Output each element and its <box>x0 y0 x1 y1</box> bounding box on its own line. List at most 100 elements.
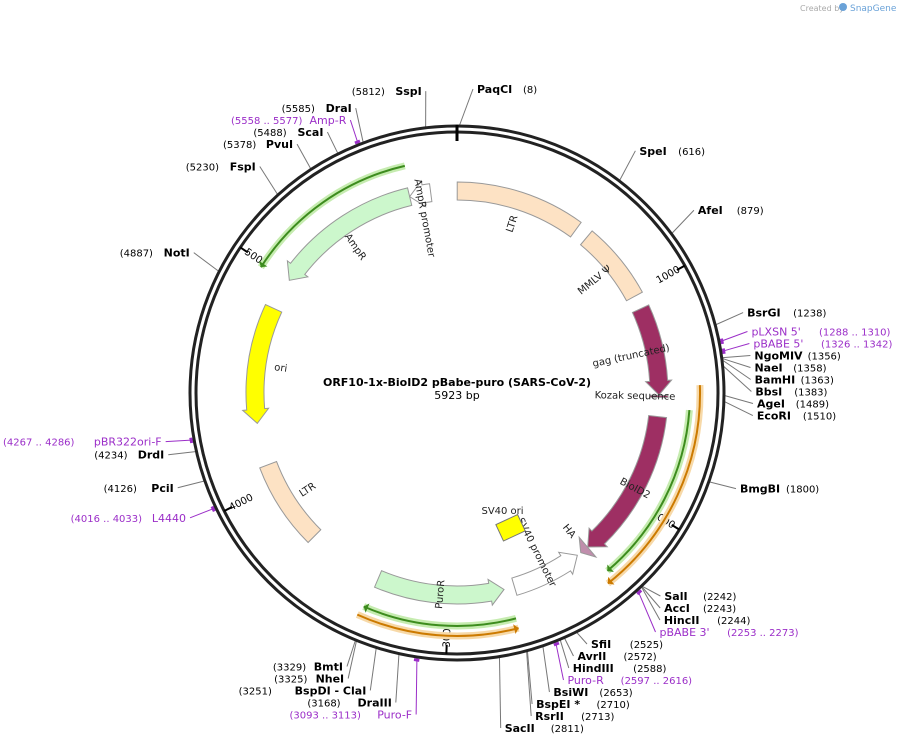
feature-label: LTR <box>505 214 521 234</box>
site-label-bmti[interactable]: BmtI(3329) <box>273 660 343 673</box>
site-label-agei[interactable]: AgeI(1489) <box>757 398 829 411</box>
primer-label-puro-r[interactable]: Puro-R(2597 .. 2616) <box>567 674 692 687</box>
site-label-drdi[interactable]: DrdI(4234) <box>94 449 164 462</box>
site-position: (5812) <box>352 87 385 98</box>
site-label-sspi[interactable]: SspI (5812) <box>352 85 422 98</box>
site-label-sacii[interactable]: SacII (2811) <box>505 722 584 735</box>
site-label-avrii[interactable]: AvrII(2572) <box>577 650 656 663</box>
primer-position: (2597 .. 2616) <box>621 676 693 687</box>
site-label-bsrgi[interactable]: BsrGI (1238) <box>747 307 826 320</box>
primer-position: (2253 .. 2273) <box>727 628 799 639</box>
site-position: (3251) <box>239 686 272 697</box>
feature-shape <box>578 535 598 558</box>
site-name: BsrGI <box>747 307 780 320</box>
label-leader-lines <box>165 88 754 729</box>
site-position: (4126) <box>104 484 137 495</box>
site-label-hindiii[interactable]: HindIII(2588) <box>573 662 667 675</box>
site-name: SspI <box>395 85 421 98</box>
site-leader-line <box>618 150 636 182</box>
site-name: PaqCI <box>477 83 512 96</box>
feature-shape <box>286 187 413 281</box>
feature-label: AmpR promoter <box>411 178 436 259</box>
snapgene-brand-name: SnapGene <box>850 4 897 14</box>
site-label-naei[interactable]: NaeI(1358) <box>754 362 826 375</box>
site-position: (2811) <box>551 724 584 735</box>
site-label-pvui[interactable]: PvuI(5378) <box>223 138 293 151</box>
site-position: (5585) <box>282 104 315 115</box>
primer-label-plxsn-5[interactable]: pLXSN 5'(1288 .. 1310) <box>751 326 890 339</box>
feature-shape <box>649 394 669 399</box>
primer-leader-line <box>637 590 656 633</box>
site-label-spei[interactable]: SpeI(616) <box>639 145 705 158</box>
site-label-bspdi-clai[interactable]: BspDI - ClaI(3251) <box>239 684 367 697</box>
site-label-bsiwi[interactable]: BsiWI(2653) <box>553 686 632 699</box>
orf-arrow <box>606 410 691 572</box>
site-label-hincii[interactable]: HincII(2244) <box>664 614 751 627</box>
orf-arrowhead <box>607 564 614 572</box>
site-label-fspi[interactable]: FspI(5230) <box>186 160 256 173</box>
orf-halo <box>257 162 406 270</box>
site-position: (1489) <box>796 400 829 411</box>
primer-name: pBABE 5' <box>753 338 803 351</box>
feature-ltr[interactable]: LTR <box>456 181 582 238</box>
feature-shape <box>241 303 283 425</box>
feature-kozak-sequence[interactable]: Kozak sequence <box>595 390 676 402</box>
site-label-acci[interactable]: AccI(2243) <box>664 602 736 615</box>
primer-label-amp-r[interactable]: Amp-R(5558 .. 5577) <box>231 114 347 127</box>
primer-label-pbabe-3[interactable]: pBABE 3'(2253 .. 2273) <box>660 626 799 639</box>
site-leader-line <box>193 252 220 273</box>
feature-ampr[interactable]: AmpR <box>286 187 413 281</box>
feature-bioid2[interactable]: BioID2 <box>587 414 668 548</box>
primer-name: L4440 <box>152 512 186 525</box>
orf-arrowhead <box>259 260 268 268</box>
site-position: (2243) <box>703 604 736 615</box>
site-label-rsrii[interactable]: RsrII(2713) <box>535 710 614 723</box>
site-label-scai[interactable]: ScaI(5488) <box>253 126 323 139</box>
feature-sv40-ori[interactable]: SV40 ori <box>481 506 526 542</box>
site-label-ngomiv[interactable]: NgoMIV(1356) <box>754 350 841 363</box>
site-label-paqci[interactable]: PaqCI(8) <box>477 83 537 96</box>
site-leader-line <box>259 166 279 196</box>
site-label-draiii[interactable]: DraIII(3168) <box>307 696 391 709</box>
site-label-sfii[interactable]: SfiI(2525) <box>591 638 663 651</box>
feature-ampr-promoter[interactable]: AmpR promoter <box>408 178 437 259</box>
feature-puror[interactable]: PuroR <box>373 569 505 610</box>
site-label-sali[interactable]: SalI(2242) <box>664 590 736 603</box>
feature-label: LTR <box>298 481 319 500</box>
primer-name: Puro-F <box>377 708 412 721</box>
feature-gag-truncated[interactable]: gag (truncated) <box>592 304 673 396</box>
site-name: NgoMIV <box>754 350 803 363</box>
site-label-ecori[interactable]: EcoRI(1510) <box>757 410 836 423</box>
site-leader-line <box>542 645 550 693</box>
site-label-bspei[interactable]: BspEI *(2710) <box>536 698 630 711</box>
site-label-noti[interactable]: NotI(4887) <box>120 247 190 260</box>
site-position: (5378) <box>223 140 256 151</box>
feature-ori[interactable]: ori <box>241 303 288 425</box>
primer-label-l4440[interactable]: L4440(4016 .. 4033) <box>71 512 186 525</box>
site-position: (1510) <box>803 412 836 423</box>
primer-leader-line <box>189 507 216 519</box>
primer-labels[interactable]: pLXSN 5'(1288 .. 1310)pBABE 5'(1326 .. 1… <box>3 114 892 721</box>
site-label-bbsi[interactable]: BbsI(1383) <box>755 386 827 399</box>
site-label-drai[interactable]: DraI(5585) <box>282 102 352 115</box>
primer-label-pbabe-5[interactable]: pBABE 5'(1326 .. 1342) <box>753 338 892 351</box>
site-label-pcii[interactable]: PciI(4126) <box>104 482 174 495</box>
site-name: SacII <box>505 722 535 735</box>
site-label-nhei[interactable]: NheI(3325) <box>274 672 344 685</box>
primer-label-pbr322ori-f[interactable]: pBR322ori-F(4267 .. 4286) <box>3 436 162 449</box>
primer-label-puro-f[interactable]: Puro-F(3093 .. 3113) <box>290 708 413 721</box>
site-position: (1238) <box>793 309 826 320</box>
site-label-afei[interactable]: AfeI(879) <box>698 204 764 217</box>
feature-ltr-2[interactable]: LTR <box>259 460 322 544</box>
tick-label: 1000 <box>655 264 683 286</box>
primer-position: (5558 .. 5577) <box>231 116 303 127</box>
site-name: BamHI <box>755 374 796 387</box>
restriction-site-labels[interactable]: PaqCI(8) SpeI(616) AfeI(879) BsrGI (1238) Ngo… <box>94 83 841 735</box>
site-name: BbsI <box>755 386 782 399</box>
site-name: NaeI <box>754 362 782 375</box>
site-label-bmgbi[interactable]: BmgBI(1800) <box>740 483 819 496</box>
site-position: (1800) <box>786 485 819 496</box>
feature-shape <box>587 414 668 548</box>
site-label-bamhi[interactable]: BamHI(1363) <box>755 374 834 387</box>
feature-mmlv-psi[interactable]: MMLV Ψ <box>576 230 644 302</box>
